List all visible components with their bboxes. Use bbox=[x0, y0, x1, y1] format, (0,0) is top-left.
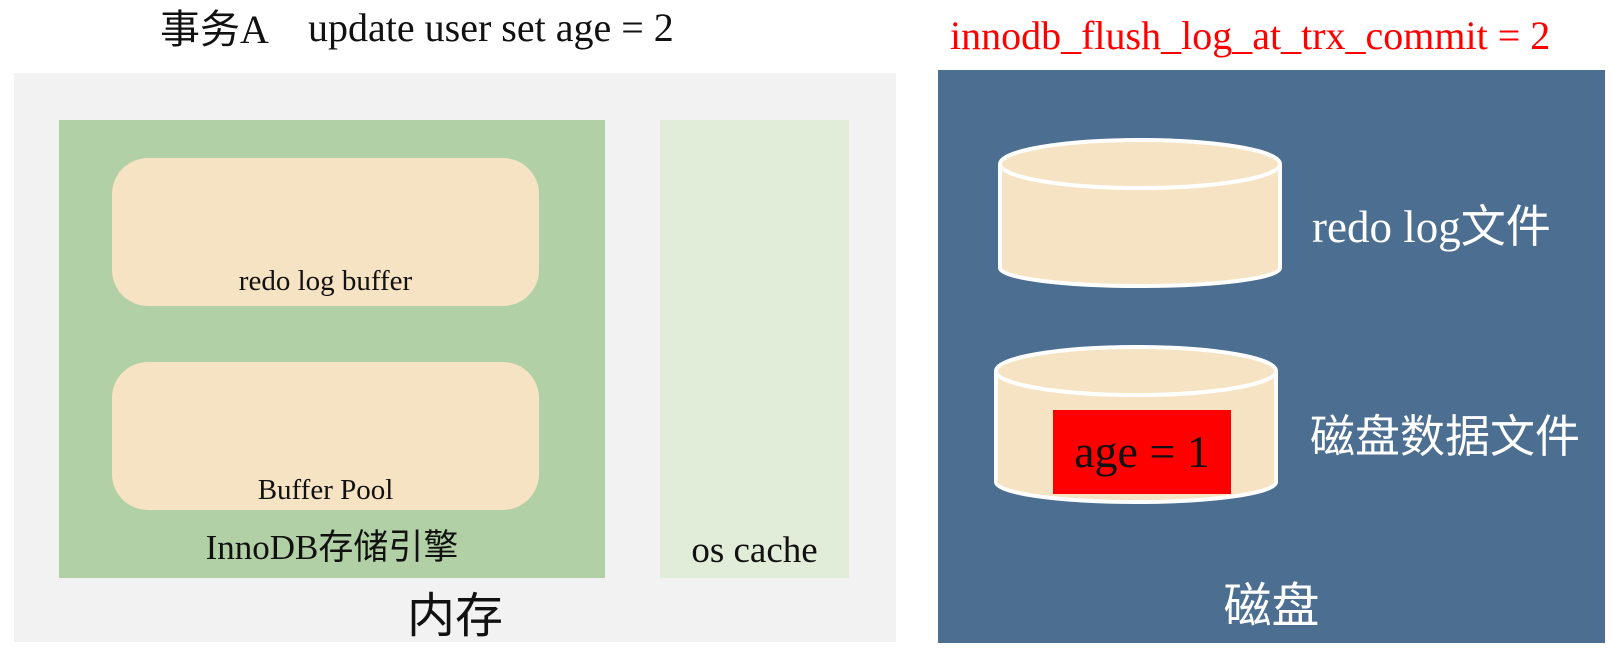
sql-statement: update user set age = 2 bbox=[308, 5, 674, 50]
buffer-pool-box bbox=[112, 362, 539, 510]
buffer-pool-label: Buffer Pool bbox=[257, 474, 394, 506]
os-cache-label: os cache bbox=[691, 530, 818, 571]
config-setting-label: innodb_flush_log_at_trx_commit = 2 bbox=[950, 13, 1551, 58]
redo-log-buffer-label: redo log buffer bbox=[238, 265, 413, 297]
disk-cylinders bbox=[994, 138, 1282, 504]
innodb-engine-label: InnoDB存储引擎 bbox=[205, 528, 459, 567]
data-value-highlight bbox=[1053, 410, 1231, 494]
os-cache-box bbox=[660, 120, 849, 578]
transaction-label: 事务A bbox=[160, 7, 269, 52]
disk-label: 磁盘 bbox=[1223, 580, 1320, 633]
data-file-label: 磁盘数据文件 bbox=[1310, 412, 1581, 462]
data-value-label: age = 1 bbox=[1074, 426, 1210, 477]
redo-log-file-label: redo log文件 bbox=[1312, 202, 1551, 252]
redo-log-file-cylinder-icon bbox=[998, 138, 1282, 288]
memory-label: 内存 bbox=[406, 590, 503, 643]
redo-log-buffer-box bbox=[112, 158, 539, 306]
